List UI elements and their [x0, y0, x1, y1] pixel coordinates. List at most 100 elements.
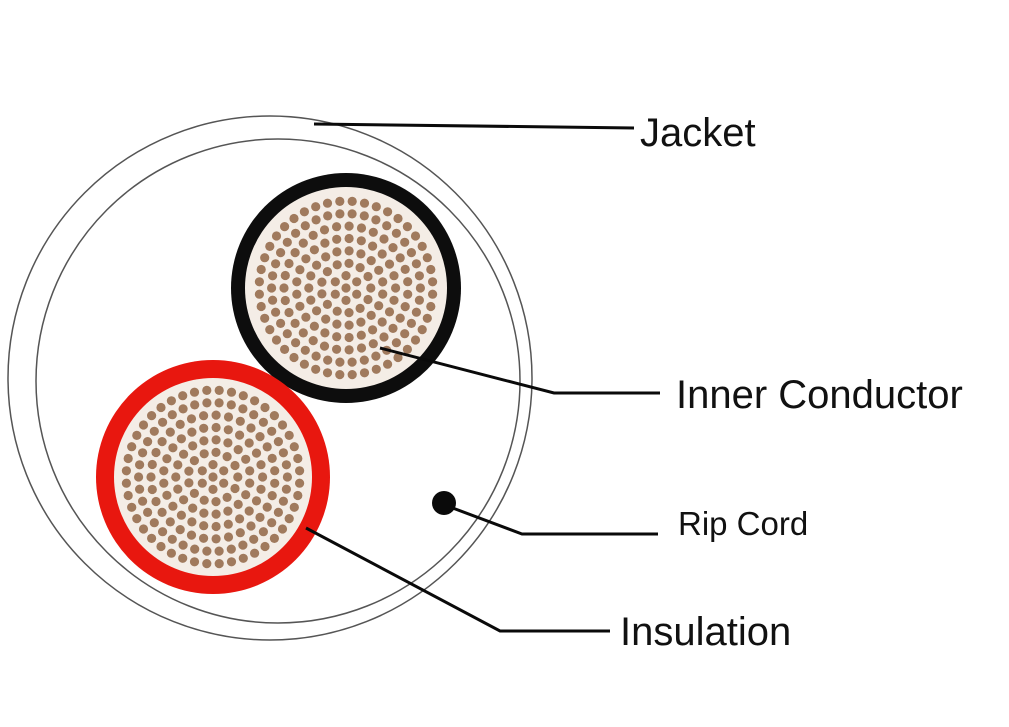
- conductor-strand: [374, 265, 384, 275]
- conductor-strand: [289, 502, 299, 512]
- conductor-strand: [301, 312, 311, 322]
- conductor-strand: [335, 209, 345, 219]
- conductor-strand: [359, 211, 369, 221]
- conductor-strand: [211, 435, 221, 445]
- conductor-strand: [151, 447, 161, 458]
- conductor-strand: [121, 466, 131, 476]
- conductor-strand: [197, 478, 207, 488]
- conductor-strand: [291, 228, 301, 238]
- conductor-strand: [308, 336, 318, 346]
- conductor-strand: [368, 241, 378, 251]
- conductor-strand: [377, 249, 387, 259]
- conductor-strand: [292, 277, 302, 287]
- conductor-strand: [123, 490, 133, 501]
- conductor-strand: [166, 396, 176, 406]
- conductor-strand: [426, 264, 436, 275]
- conductor-strand: [391, 228, 401, 238]
- conductor-strand: [147, 533, 157, 544]
- conductor-strand: [281, 460, 291, 470]
- conductor-strand: [317, 277, 327, 287]
- conductor-strand: [202, 546, 212, 556]
- conductor-strand: [356, 236, 366, 246]
- conductor-strand: [271, 335, 282, 345]
- conductor-strand: [260, 541, 270, 552]
- conductor-strand: [233, 445, 243, 455]
- conductor-strand: [251, 496, 262, 506]
- conductor-strand: [341, 283, 351, 293]
- conductor-strand: [306, 295, 316, 305]
- conductor-strand: [422, 313, 432, 323]
- conductor-strand: [293, 490, 303, 501]
- conductor-strand: [341, 295, 351, 305]
- conductor-strand: [249, 534, 259, 544]
- conductor-strand: [255, 512, 265, 523]
- conductor-strand: [123, 453, 133, 464]
- conductor-strand: [279, 283, 289, 293]
- conductor-strand: [223, 506, 233, 516]
- conductor-strand: [162, 490, 172, 500]
- conductor-strand: [269, 533, 279, 544]
- conductor-strand: [284, 258, 294, 269]
- conductor-strand: [292, 289, 302, 299]
- conductor-strand: [356, 343, 367, 353]
- conductor-strand: [371, 202, 381, 212]
- conductor-strand: [280, 270, 290, 281]
- conductor-strand: [363, 271, 373, 282]
- conductor-strand: [223, 412, 234, 422]
- conductor-strand: [422, 253, 432, 263]
- conductor-strand: [406, 248, 416, 258]
- conductor-strand: [235, 430, 245, 440]
- conductor-strand: [158, 417, 168, 427]
- conductor-strand: [214, 385, 224, 395]
- conductor-strand: [393, 213, 403, 224]
- conductor-strand: [289, 442, 299, 452]
- conductor-strand: [374, 301, 384, 311]
- conductor-strand: [282, 472, 292, 482]
- conductor-strand: [402, 222, 412, 232]
- conductor-strand: [211, 497, 221, 507]
- conductor-strand: [304, 283, 314, 293]
- conductor-strand: [406, 318, 416, 328]
- jacket-leader-line: [313, 122, 635, 130]
- conductor-strand: [356, 249, 366, 259]
- conductor-strand: [282, 237, 292, 247]
- conductor-strand: [189, 488, 199, 498]
- conductor-strand: [255, 432, 265, 442]
- conductor-strand: [332, 247, 342, 257]
- conductor-strand: [277, 524, 288, 534]
- conductor-strand: [344, 308, 354, 318]
- conductor-strand: [197, 466, 207, 476]
- conductor-strand: [378, 277, 388, 287]
- conductor-strand: [238, 553, 248, 563]
- conductor-strand: [378, 289, 388, 299]
- conductor-strand: [222, 452, 232, 462]
- conductor-strand: [271, 231, 282, 241]
- conductor-strand: [189, 387, 200, 397]
- conductor-strand: [226, 557, 237, 567]
- conductor-strand: [208, 472, 218, 482]
- conductor-strand: [366, 283, 376, 293]
- conductor-strand: [214, 559, 224, 569]
- conductor-strand: [186, 414, 197, 424]
- conductor-strand: [211, 422, 221, 433]
- conductor-strand: [214, 398, 224, 408]
- conductor-strand: [184, 478, 194, 488]
- conductor-strand: [245, 478, 255, 488]
- conductor-strand: [391, 283, 401, 293]
- conductor-strand: [223, 519, 233, 529]
- conductor-strand: [211, 521, 221, 532]
- conductor-strand: [322, 198, 333, 208]
- conductor-strand: [356, 223, 367, 233]
- conductor-strand: [280, 295, 290, 306]
- conductor-strand: [138, 496, 148, 506]
- conductor-strand: [244, 438, 254, 448]
- conductor-strand: [290, 248, 300, 258]
- conductor-strand: [226, 544, 236, 554]
- conductor-strand: [226, 400, 236, 410]
- conductor-strand: [251, 448, 262, 458]
- conductor-strand: [138, 420, 149, 430]
- conductor-strand: [319, 225, 330, 235]
- conductor-strand: [219, 478, 229, 488]
- conductor-strand: [147, 459, 157, 470]
- conductor-strand: [222, 492, 232, 502]
